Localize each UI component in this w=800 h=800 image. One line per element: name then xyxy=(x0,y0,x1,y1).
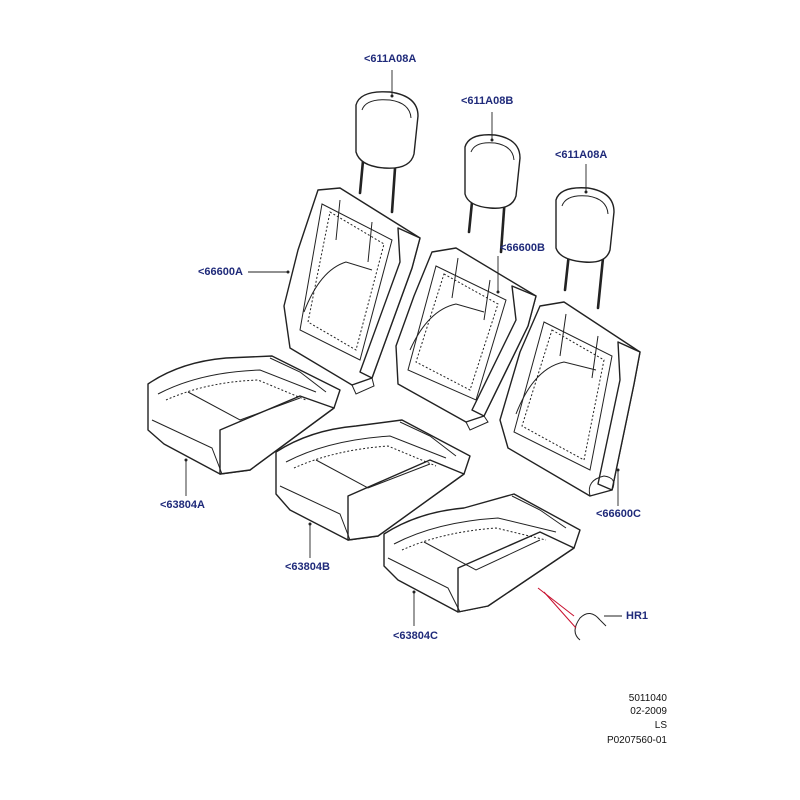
hog-ring xyxy=(574,613,607,641)
backrest-right xyxy=(499,301,641,497)
leader-lines xyxy=(184,70,622,629)
callout-63804B: <63804B xyxy=(285,561,330,573)
model-code: LS xyxy=(654,720,667,731)
callout-611A08A-top: <611A08A xyxy=(364,53,417,65)
diagram-date: 02-2009 xyxy=(630,706,667,717)
illustration-id: P0207560-01 xyxy=(606,735,667,746)
backrest-middle xyxy=(395,247,537,431)
callout-66600B: <66600B xyxy=(500,242,545,254)
callout-66600A: <66600A xyxy=(198,266,243,278)
callout-611A08B: <611A08B xyxy=(461,95,514,107)
ref-number: 5011040 xyxy=(628,693,667,704)
callout-63804A: <63804A xyxy=(160,499,205,511)
headrest-middle xyxy=(464,134,521,254)
cushion-left xyxy=(147,355,341,475)
headrest-left xyxy=(355,91,419,214)
callout-63804C: <63804C xyxy=(393,630,438,642)
cushion-middle xyxy=(275,419,471,541)
callout-611A08A-right: <611A08A xyxy=(555,149,608,161)
callout-66600C: <66600C xyxy=(596,508,641,520)
backrest-left xyxy=(283,187,421,395)
cushion-right xyxy=(383,493,581,613)
headrest-right xyxy=(555,187,615,310)
callout-HR1: HR1 xyxy=(626,610,649,622)
